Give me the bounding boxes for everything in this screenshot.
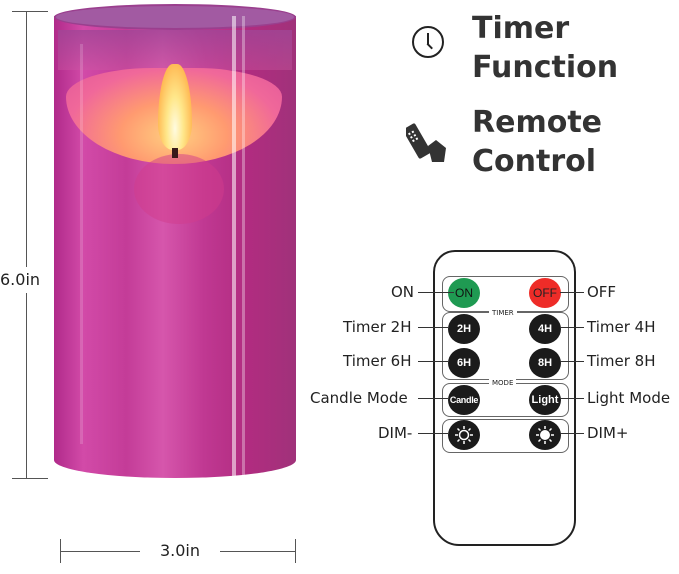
candle-image — [54, 4, 296, 490]
leader-line — [418, 292, 454, 293]
leader-line — [418, 433, 448, 434]
candle-mode-button[interactable]: Candle — [448, 385, 480, 415]
leader-line — [418, 327, 448, 328]
mode-section-label: MODE — [489, 379, 517, 387]
sun-outline-icon — [455, 426, 473, 444]
glass-rim — [54, 4, 296, 30]
feature-remote-line2: Control — [472, 144, 597, 179]
leader-line — [560, 361, 584, 362]
callout-timer-6h: Timer 6H — [343, 352, 412, 370]
leader-line — [560, 292, 584, 293]
height-dimension-tick-top — [12, 11, 48, 12]
timer-2h-button[interactable]: 2H — [448, 314, 480, 344]
height-dimension-line — [26, 11, 27, 479]
glass-rim-inner — [58, 30, 292, 70]
leader-line — [560, 433, 584, 434]
leader-line — [418, 361, 448, 362]
leader-line — [560, 398, 584, 399]
height-label: 6.0in — [0, 267, 56, 293]
width-label: 3.0in — [140, 540, 220, 562]
width-dimension-tick-right — [295, 539, 296, 563]
callout-dim-minus: DIM- — [378, 424, 413, 442]
dim-plus-button[interactable] — [529, 420, 561, 450]
glass-highlight — [242, 16, 245, 486]
sun-filled-icon — [536, 426, 554, 444]
off-button[interactable]: OFF — [529, 278, 561, 308]
on-button[interactable]: ON — [448, 278, 480, 308]
remote-control: TIMER MODE ON OFF 2H 4H 6H 8H Candle Lig… — [433, 250, 576, 546]
wick — [172, 148, 178, 158]
remote-hand-icon — [406, 123, 446, 162]
flame-icon — [158, 64, 192, 150]
feature-remote-line1: Remote — [472, 105, 603, 140]
feature-timer-line2: Function — [472, 50, 619, 85]
glass-highlight — [232, 16, 236, 486]
callout-on: ON — [391, 283, 415, 301]
callout-candle-mode: Candle Mode — [310, 389, 408, 407]
callout-timer-8h: Timer 8H — [587, 352, 656, 370]
callout-timer-2h: Timer 2H — [343, 318, 412, 336]
clock-icon — [412, 26, 444, 58]
width-dimension-tick-left — [60, 539, 61, 563]
timer-4h-button[interactable]: 4H — [529, 314, 561, 344]
feature-timer-line1: Timer — [472, 11, 570, 46]
light-mode-button[interactable]: Light — [529, 385, 561, 415]
leader-line — [418, 398, 448, 399]
callout-dim-plus: DIM+ — [587, 424, 629, 442]
glass-highlight — [80, 44, 83, 444]
timer-section-label: TIMER — [489, 309, 517, 317]
leader-line — [560, 327, 584, 328]
timer-6h-button[interactable]: 6H — [448, 348, 480, 378]
wax-shadow — [134, 154, 224, 224]
dim-minus-button[interactable] — [448, 420, 480, 450]
timer-8h-button[interactable]: 8H — [529, 348, 561, 378]
height-dimension-tick-bottom — [12, 478, 48, 479]
callout-timer-4h: Timer 4H — [587, 318, 656, 336]
callout-light-mode: Light Mode — [587, 389, 671, 407]
callout-off: OFF — [587, 283, 617, 301]
